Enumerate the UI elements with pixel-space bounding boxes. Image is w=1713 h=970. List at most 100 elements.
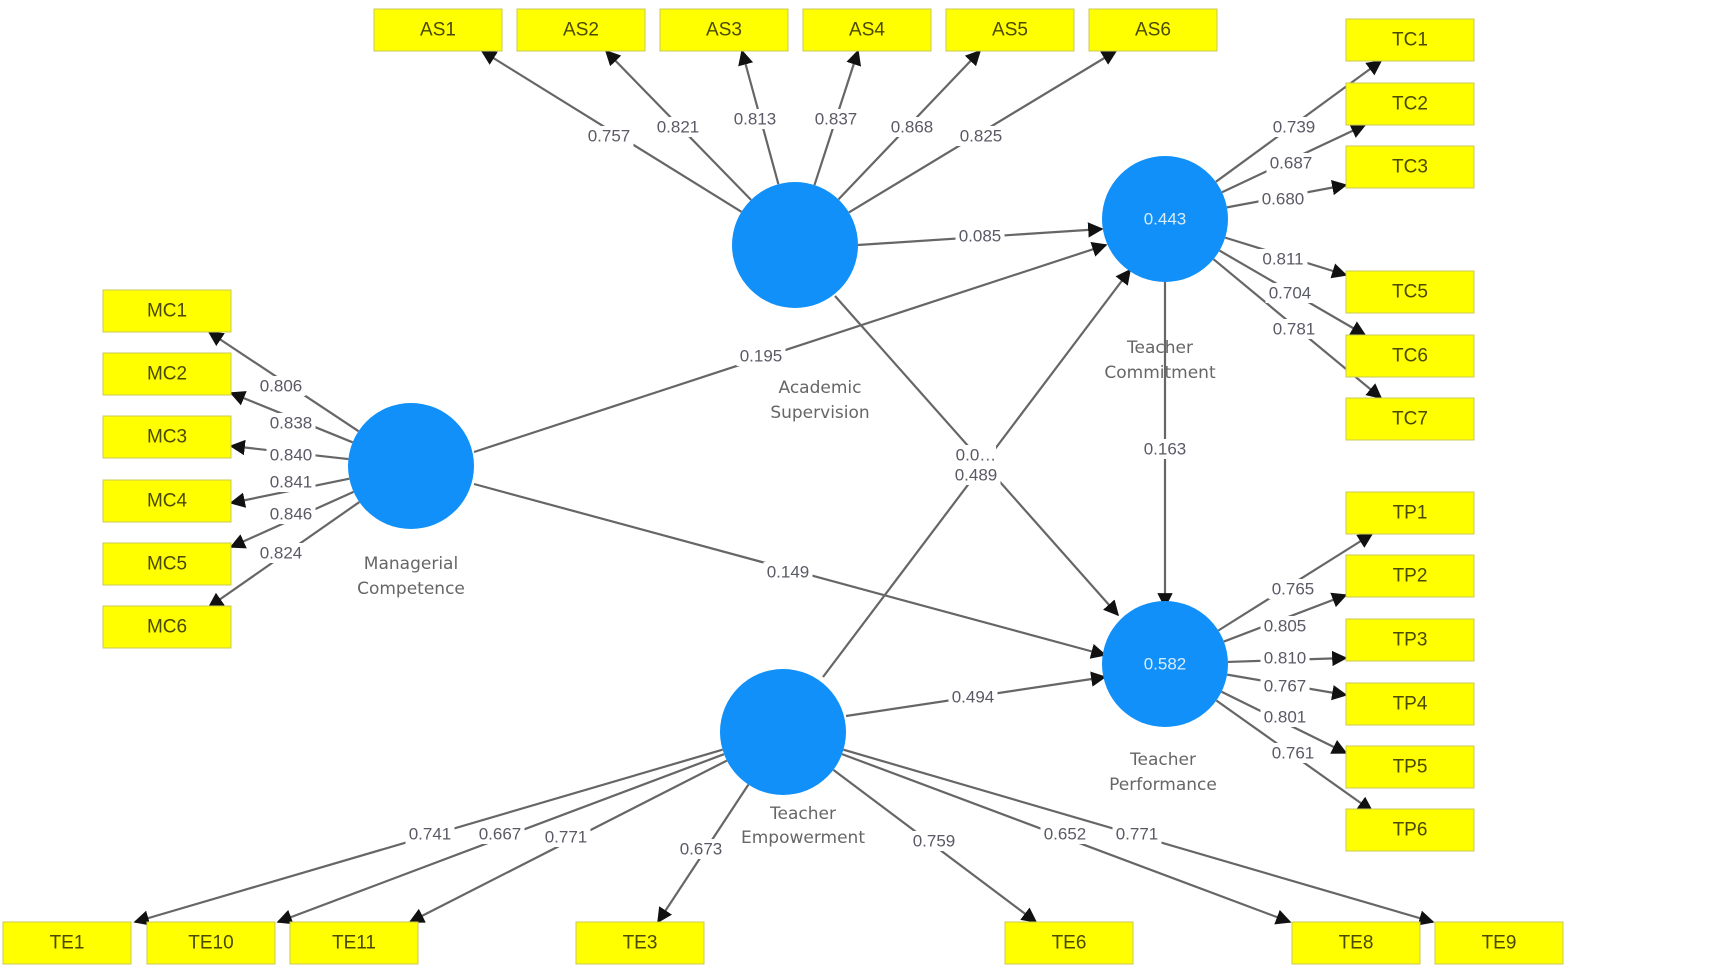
indicator-tp6[interactable]: TP6 [1345,808,1475,852]
indicator-tp4[interactable]: TP4 [1345,682,1475,726]
indicator-mc3[interactable]: MC3 [102,415,232,459]
indicator-box [1345,682,1475,726]
indicator-label: TP3 [1393,630,1428,651]
indicator-as2[interactable]: AS2 [516,8,646,52]
latent-mc[interactable] [348,403,474,529]
loading-label-tc1-bg [1269,117,1319,137]
indicator-label: AS3 [706,20,742,41]
indicator-mc4[interactable]: MC4 [102,479,232,523]
loading-label-te10-bg [475,824,525,844]
indicator-label: TC1 [1392,30,1428,51]
loading-label-mc6-bg [256,543,306,563]
indicator-box [102,352,232,396]
latent-as[interactable] [732,182,858,308]
path-coef-as-tc: 0.085 [959,227,1002,246]
indicator-as3[interactable]: AS3 [659,8,789,52]
indicator-tc7[interactable]: TC7 [1345,397,1475,441]
indicator-tc1[interactable]: TC1 [1345,18,1475,62]
indicator-label: MC2 [147,364,187,385]
indicator-box [2,921,132,965]
indicator-label: TC5 [1392,282,1428,303]
indicator-as1[interactable]: AS1 [373,8,503,52]
indicator-tc2[interactable]: TC2 [1345,82,1475,126]
path-coef-as-tc-bg [955,226,1005,246]
indicator-box [516,8,646,52]
indicator-label: TC3 [1392,157,1428,178]
indicator-box [1345,270,1475,314]
loading-label-tp2-bg [1260,616,1310,636]
indicator-box [575,921,705,965]
latent-te[interactable] [720,669,846,795]
path-coef-mc-tc-bg [736,346,786,366]
loading-label-tc1: 0.739 [1273,118,1316,137]
latent-circle [1102,601,1228,727]
indicator-label: TC2 [1392,94,1428,115]
indicator-box [1291,921,1421,965]
indicator-mc1[interactable]: MC1 [102,289,232,333]
loading-label-tp1: 0.765 [1272,580,1315,599]
loading-label-te3: 0.673 [680,840,723,859]
path-coef-te-tp-bg [948,687,998,707]
indicator-box [1004,921,1134,965]
loading-label-tp6-bg [1268,743,1318,763]
indicator-tp5[interactable]: TP5 [1345,745,1475,789]
indicator-tc3[interactable]: TC3 [1345,145,1475,189]
loading-label-te11-bg [541,827,591,847]
latent-tc[interactable]: 0.443 [1102,156,1228,282]
indicator-box [945,8,1075,52]
indicator-label: TE3 [623,933,658,954]
loading-label-tp5: 0.801 [1264,708,1307,727]
loading-label-as2-bg [653,117,703,137]
indicator-label: TP5 [1393,757,1428,778]
indicator-label: TE1 [50,933,85,954]
indicator-tp1[interactable]: TP1 [1345,491,1475,535]
indicator-mc5[interactable]: MC5 [102,542,232,586]
indicator-te6[interactable]: TE6 [1004,921,1134,965]
indicator-mc2[interactable]: MC2 [102,352,232,396]
indicator-mc6[interactable]: MC6 [102,605,232,649]
indicator-te8[interactable]: TE8 [1291,921,1421,965]
path-coef-as-tp: 0.0… [956,446,997,465]
latent-circle [732,182,858,308]
indicator-as5[interactable]: AS5 [945,8,1075,52]
loading-label-mc2: 0.838 [270,414,313,433]
indicator-label: TP1 [1393,503,1428,524]
loading-label-te10: 0.667 [479,825,522,844]
indicator-label: MC6 [147,617,187,638]
loading-label-mc1-bg [256,376,306,396]
indicator-tc6[interactable]: TC6 [1345,334,1475,378]
loading-label-tp2: 0.805 [1264,617,1307,636]
latent-circle [720,669,846,795]
indicator-tp2[interactable]: TP2 [1345,554,1475,598]
indicator-box [102,479,232,523]
latent-name-line2: Competence [357,579,465,599]
indicator-label: TE11 [332,933,376,954]
loading-label-tc7: 0.781 [1273,320,1316,339]
r-squared-value: 0.443 [1144,210,1187,229]
indicator-as6[interactable]: AS6 [1088,8,1218,52]
loading-label-tc7-bg [1269,319,1319,339]
indicator-tc5[interactable]: TC5 [1345,270,1475,314]
indicator-box [1345,745,1475,789]
indicator-te10[interactable]: TE10 [146,921,276,965]
loading-label-tc2: 0.687 [1270,154,1313,173]
loading-label-as6: 0.825 [960,127,1003,146]
latent-name-line1: Teacher [769,804,836,824]
indicator-te3[interactable]: TE3 [575,921,705,965]
indicator-as4[interactable]: AS4 [802,8,932,52]
indicator-box [1088,8,1218,52]
indicator-label: TP4 [1393,694,1428,715]
indicator-te11[interactable]: TE11 [289,921,419,965]
indicator-te1[interactable]: TE1 [2,921,132,965]
loading-label-mc5-bg [266,504,316,524]
loading-label-mc4: 0.841 [270,473,313,492]
latent-name-line2: Supervision [770,403,869,423]
loading-label-as3: 0.813 [734,110,777,129]
latent-tp[interactable]: 0.582 [1102,601,1228,727]
latent-name-line2: Empowerment [741,828,865,848]
indicator-tp3[interactable]: TP3 [1345,618,1475,662]
loading-label-tc5: 0.811 [1262,250,1303,269]
indicator-te9[interactable]: TE9 [1434,921,1564,965]
latent-name-line2: Commitment [1104,363,1216,383]
